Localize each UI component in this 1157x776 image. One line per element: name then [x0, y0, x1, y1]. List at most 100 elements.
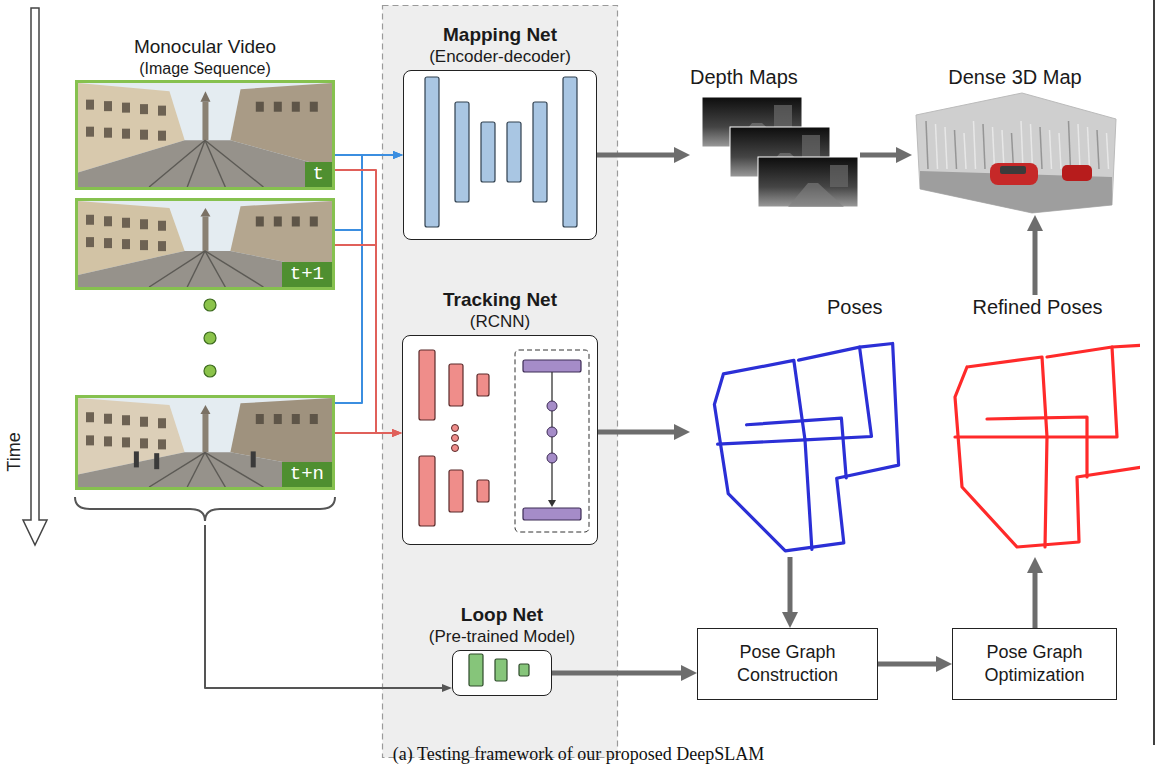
illustration	[453, 651, 549, 693]
trajectory-line	[799, 347, 860, 360]
output-heading: Poses	[827, 295, 915, 319]
process-label: Pose Graph Construction	[708, 641, 867, 688]
pedestrian	[134, 451, 139, 467]
rail	[205, 140, 225, 187]
video-frame: t+n	[75, 395, 335, 490]
encoder-decoder-layer	[533, 102, 547, 202]
flow-arrow	[597, 153, 674, 158]
output-panel: Refined Poses	[935, 295, 1140, 557]
frame-index-tag: t	[313, 163, 324, 186]
window	[104, 238, 112, 248]
window	[158, 418, 166, 428]
sequence-heading: Monocular Video	[70, 35, 340, 59]
output-panel: Depth Maps	[690, 65, 860, 210]
window	[158, 221, 166, 231]
window	[140, 438, 148, 448]
rnn-layer	[523, 508, 581, 520]
point-streak	[1097, 130, 1099, 169]
window	[122, 415, 130, 425]
cnn-layer	[519, 664, 529, 676]
network-subtitle: (RCNN)	[443, 312, 557, 332]
rail	[187, 452, 205, 487]
input-connector	[335, 155, 393, 403]
rnn-state	[547, 453, 557, 463]
window	[274, 414, 282, 424]
window	[86, 435, 94, 445]
input-connector	[335, 432, 392, 434]
sequence-subheading: (Image Sequence)	[70, 59, 340, 79]
trajectory-line	[955, 435, 1047, 438]
window	[86, 100, 94, 110]
depth-object	[830, 165, 848, 187]
point-streak	[1040, 127, 1042, 169]
flow-arrow	[1033, 573, 1038, 628]
encoder-decoder-layer	[563, 77, 577, 227]
rail	[205, 140, 263, 187]
output-panel: Poses	[690, 295, 915, 557]
illustration	[404, 71, 594, 237]
car	[1062, 165, 1092, 181]
tower-roof	[200, 208, 210, 217]
flow-arrow	[1033, 231, 1038, 295]
rail	[205, 452, 263, 487]
flow-arrow	[878, 662, 936, 667]
cnn-layer	[469, 654, 483, 686]
trajectory-line	[714, 343, 898, 550]
process-label: Pose Graph Optimization	[963, 641, 1106, 688]
tower	[202, 216, 208, 250]
input-connector	[205, 525, 442, 688]
car-window	[1000, 166, 1026, 174]
window	[86, 412, 94, 422]
output-panel: Dense 3D Map	[912, 65, 1118, 215]
sky	[78, 83, 332, 187]
window	[310, 414, 318, 424]
window	[256, 216, 264, 226]
cnn-layer	[419, 456, 435, 526]
point-streak	[1059, 133, 1061, 169]
tower-roof	[200, 405, 210, 414]
point-streak	[1050, 130, 1052, 169]
rnn-arrowhead	[548, 500, 556, 507]
window	[158, 106, 166, 116]
flow-arrow	[598, 430, 674, 435]
illustration	[935, 295, 1140, 557]
video-frame: t	[75, 80, 335, 190]
road	[78, 251, 332, 287]
point-streak	[983, 124, 985, 169]
network-title: Tracking Net	[443, 289, 557, 312]
subfigure-border	[1153, 0, 1155, 745]
trajectory-line	[1047, 347, 1112, 357]
tower-roof	[200, 91, 210, 101]
window	[86, 237, 94, 247]
tower	[202, 414, 208, 452]
network-box: Tracking Net(RCNN)	[402, 335, 598, 545]
cnn-layer	[477, 480, 489, 502]
network-title: Mapping Net	[429, 24, 571, 47]
trajectory-line	[987, 417, 1087, 477]
window	[140, 240, 148, 250]
point-streak	[1088, 127, 1090, 169]
frame-index-tag: t+n	[290, 463, 324, 486]
window	[292, 414, 300, 424]
point-streak	[926, 121, 928, 169]
output-heading: Refined Poses	[935, 295, 1140, 319]
point-streak	[1069, 121, 1071, 169]
window	[122, 129, 130, 139]
ellipsis-dot	[204, 299, 216, 311]
cnn-layer	[449, 364, 463, 406]
rail	[149, 251, 205, 287]
window	[86, 215, 94, 225]
cnn-layer	[477, 374, 489, 396]
window	[140, 130, 148, 140]
sky	[78, 398, 332, 487]
window	[140, 219, 148, 229]
rnn-layer	[523, 360, 581, 372]
rail	[187, 251, 205, 287]
sky	[78, 201, 332, 287]
process-box: Pose Graph Optimization	[952, 628, 1117, 700]
window	[104, 216, 112, 226]
sequence-bracket	[75, 497, 335, 521]
tower	[202, 102, 208, 140]
illustration	[690, 295, 915, 557]
